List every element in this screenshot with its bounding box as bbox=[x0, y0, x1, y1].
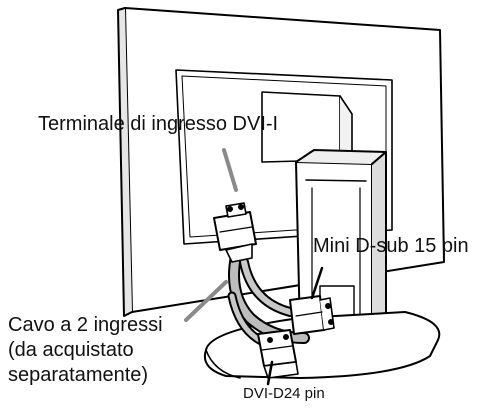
cable-label-line3: separatamente) bbox=[8, 364, 149, 386]
mini-dsub-connector bbox=[289, 295, 335, 335]
cable-label-line2: (da acquistato bbox=[8, 339, 134, 361]
monitor-inner-panel bbox=[175, 69, 393, 245]
leader-cable bbox=[184, 280, 228, 322]
dvi-input-label: Terminale di ingresso DVI-I bbox=[38, 113, 279, 135]
mini-dsub-label: Mini D-sub 15 pin bbox=[313, 235, 469, 257]
cable-label-line1: Cavo a 2 ingressi bbox=[8, 314, 163, 336]
leader-dvid bbox=[266, 360, 274, 386]
monitor-edge bbox=[117, 7, 133, 317]
monitor-back-panel bbox=[124, 7, 445, 313]
cable-label: Cavo a 2 ingressi (da acquistato separat… bbox=[8, 313, 208, 388]
leader-dsub bbox=[310, 266, 324, 300]
dvi-d24-connector bbox=[257, 329, 299, 379]
dvi-d24-label: DVI-D24 pin bbox=[243, 385, 325, 402]
leader-dvi-input bbox=[222, 148, 238, 192]
dvi-i-connector bbox=[213, 202, 257, 263]
